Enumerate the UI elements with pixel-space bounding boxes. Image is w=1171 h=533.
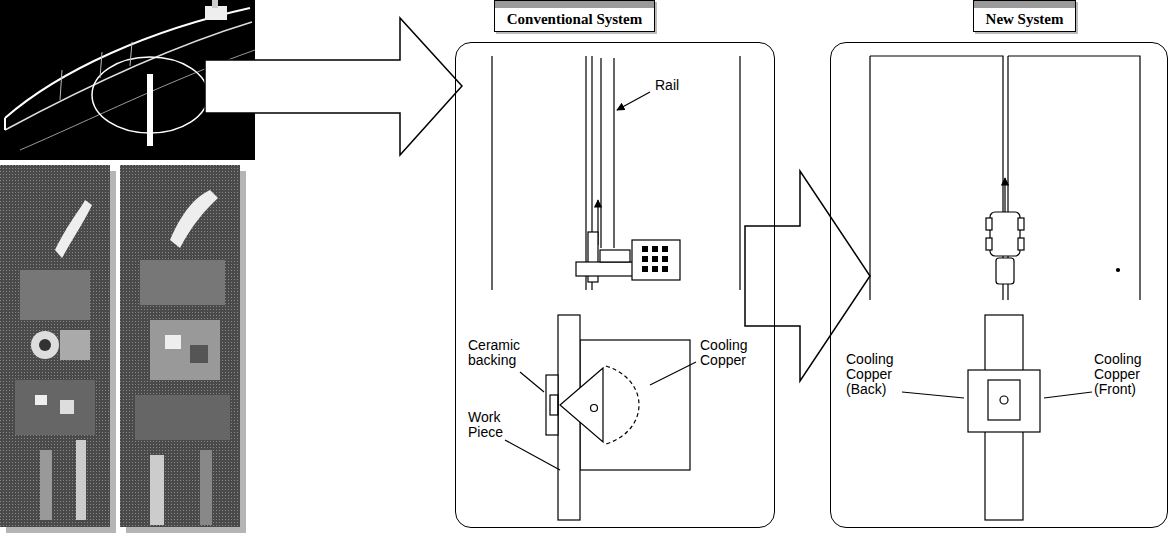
part-label: Cooling Copper (Front) bbox=[1094, 352, 1141, 397]
panel-heading: New System bbox=[973, 0, 1077, 32]
system-panel: New System bbox=[830, 42, 1168, 528]
panel-heading: Conventional System bbox=[494, 0, 655, 32]
machine-photo bbox=[0, 165, 246, 533]
part-label: Work Piece bbox=[468, 410, 503, 440]
part-label: Rail bbox=[655, 78, 679, 93]
flow-arrow bbox=[745, 171, 870, 381]
new-section bbox=[902, 315, 1092, 520]
conventional-setup bbox=[492, 56, 740, 290]
new-setup bbox=[870, 56, 1140, 300]
part-label: Ceramic backing bbox=[468, 338, 520, 368]
conventional-section bbox=[505, 315, 696, 520]
system-panel: Conventional System bbox=[455, 42, 775, 528]
part-label: Cooling Copper bbox=[700, 338, 747, 368]
part-label: Cooling Copper (Back) bbox=[846, 352, 893, 397]
pointer-arrow bbox=[205, 18, 462, 155]
